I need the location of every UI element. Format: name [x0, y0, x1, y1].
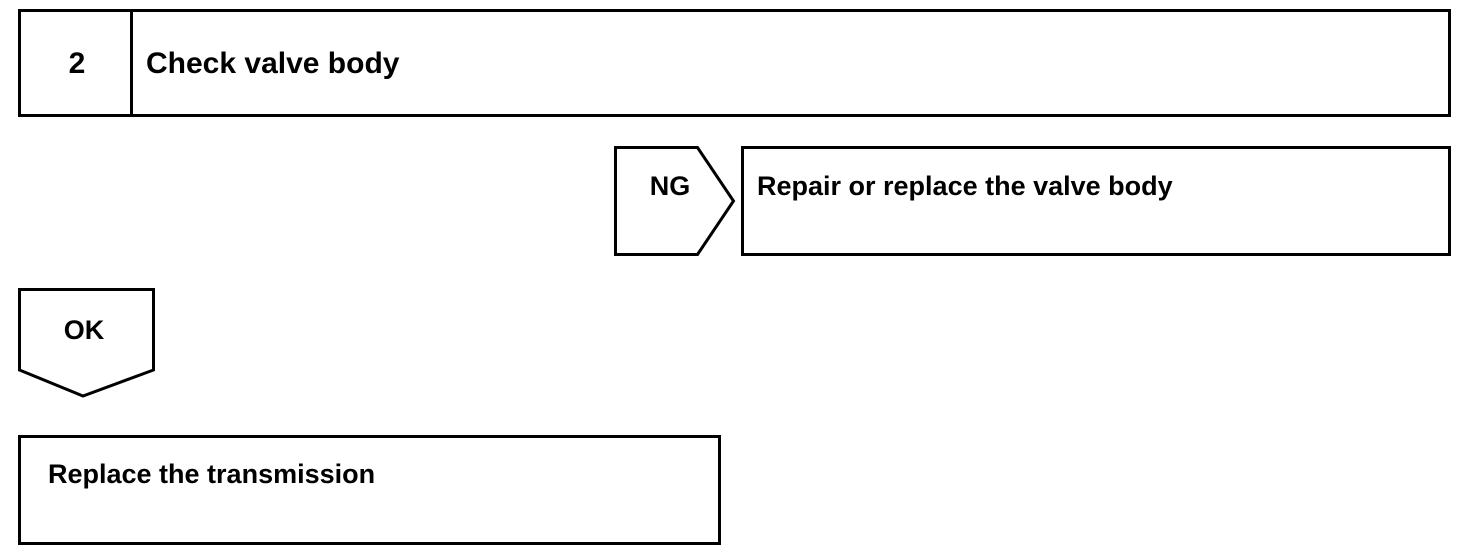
ng-branch: NG Repair or replace the valve body — [614, 146, 1451, 256]
ng-action-box — [741, 146, 1451, 256]
step-title: Check valve body — [146, 47, 400, 80]
ok-arrow-tag — [18, 288, 155, 398]
step-number: 2 — [69, 47, 86, 80]
ng-action-label: Repair or replace the valve body — [757, 171, 1173, 201]
ok-tag-label: OK — [64, 315, 105, 345]
step-header-box — [18, 9, 1451, 117]
ng-tag-label: NG — [650, 171, 691, 201]
ng-arrow-tag — [614, 146, 736, 256]
step-header: 2 Check valve body — [18, 9, 1451, 117]
ok-action-label: Replace the transmission — [48, 459, 375, 489]
ok-branch: OK Replace the transmission — [18, 288, 721, 545]
ok-action-box — [18, 435, 721, 545]
